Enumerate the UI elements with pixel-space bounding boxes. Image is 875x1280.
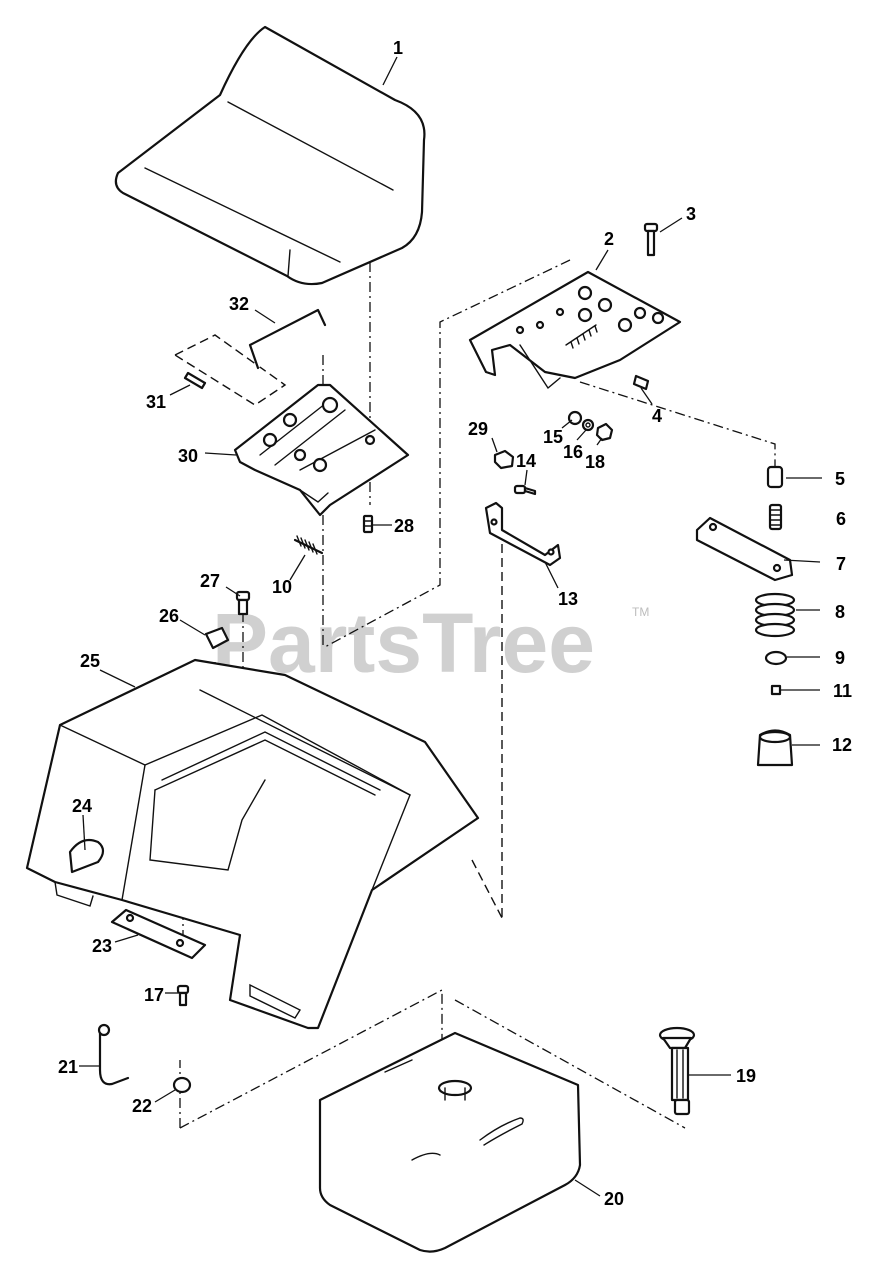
clip-part-31 [173,334,287,406]
nut-part-11 [770,684,782,696]
washer-part-9 [764,650,788,666]
callout-26: 26 [159,606,179,626]
spring-part-8 [754,592,796,638]
bushing-part-5 [766,465,784,489]
knob-part-12 [756,729,794,767]
callout-21: 21 [58,1057,78,1077]
callout-12: 12 [832,735,852,755]
cap-part-22 [172,1076,192,1094]
callout-23: 23 [92,936,112,956]
callout-32: 32 [229,294,249,314]
callout-28: 28 [394,516,414,536]
grommet-part-26 [204,626,230,650]
callout-30: 30 [178,446,198,466]
callout-22: 22 [132,1096,152,1116]
fender-part-25 [25,658,480,1030]
callout-13: 13 [558,589,578,609]
seat-part-1 [114,25,426,286]
bracket-part-13 [484,501,562,567]
lever-plate-part-7 [695,516,794,582]
seat-pan-part-30 [233,383,410,517]
callout-17: 17 [144,985,164,1005]
washer-part-16 [581,418,595,432]
callout-4: 4 [652,406,662,426]
callout-20: 20 [604,1189,624,1209]
fuel-tank-part-20 [318,1031,582,1253]
callout-8: 8 [835,602,845,622]
callout-27: 27 [200,571,220,591]
gas-cap-part-19 [658,1026,696,1116]
plate-part-23 [110,908,207,960]
callout-2: 2 [604,229,614,249]
fuel-line-part-21 [97,1023,130,1086]
seat-bracket-part-2 [468,270,682,390]
nut-part-15 [567,410,583,426]
callout-6: 6 [836,509,846,529]
callout-9: 9 [835,648,845,668]
spring-part-10 [293,535,324,555]
callout-3: 3 [686,204,696,224]
rod-part-32 [248,308,327,370]
callout-1: 1 [393,38,403,58]
screw-part-17 [176,984,190,1007]
stud-part-6 [768,503,783,531]
callout-19: 19 [736,1066,756,1086]
nut-part-18 [595,422,614,442]
key-part-4 [632,374,650,391]
callout-24: 24 [72,796,92,816]
leader-lines [79,56,822,1197]
callout-25: 25 [80,651,100,671]
callout-18: 18 [585,452,605,472]
svg-text:TM: TM [632,605,649,619]
callout-31: 31 [146,392,166,412]
callout-5: 5 [835,469,845,489]
callout-10: 10 [272,577,292,597]
screw-part-14 [513,484,537,496]
callout-11: 11 [833,681,852,701]
callout-15: 15 [543,427,563,447]
callout-16: 16 [563,442,583,462]
screw-part-28 [362,514,374,534]
callout-7: 7 [836,554,846,574]
bolt-part-3 [643,222,659,257]
screw-part-27 [235,590,251,616]
callout-14: 14 [516,451,536,471]
callout-29: 29 [468,419,488,439]
callout-labels: 1 2 3 4 5 6 7 8 9 10 11 12 13 14 15 16 1… [58,38,852,1209]
nut-part-29 [493,449,515,470]
